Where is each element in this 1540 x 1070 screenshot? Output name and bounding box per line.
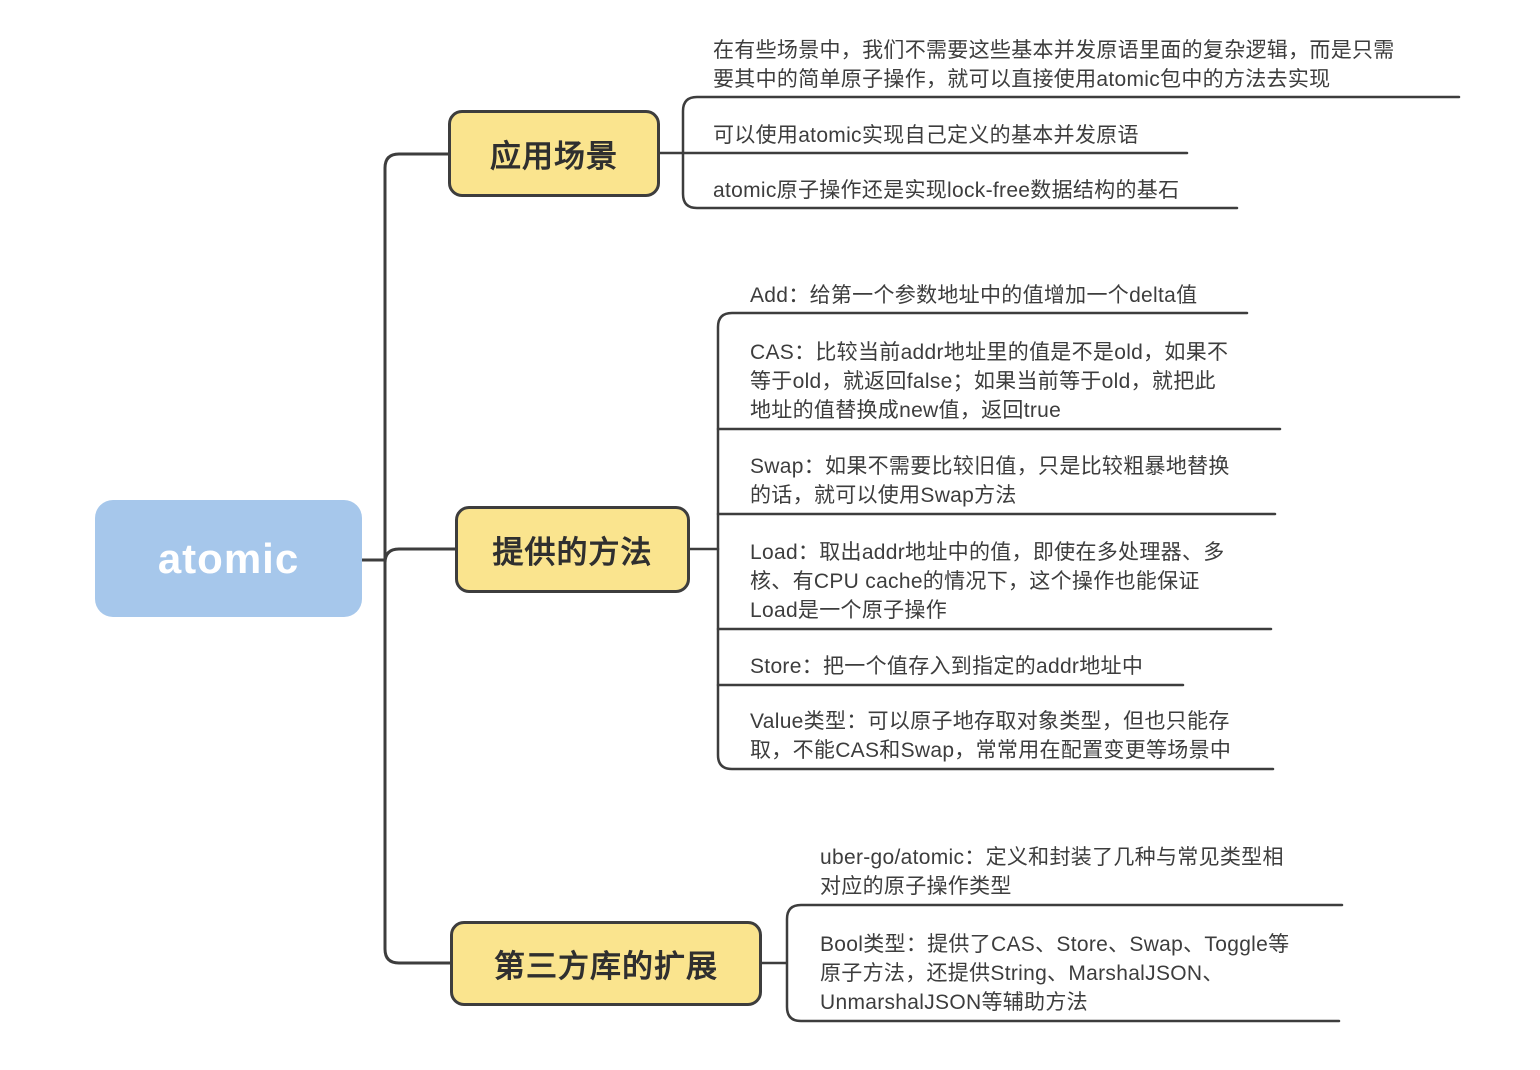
leaf-bool-type[interactable]: Bool类型：提供了CAS、Store、Swap、Toggle等 原子方法，还提…	[820, 933, 1290, 1014]
leaf-value-type[interactable]: Value类型：可以原子地存取对象类型，但也只能存 取，不能CAS和Swap，常…	[750, 710, 1232, 762]
branch-third-party-extensions[interactable]: 第三方库的扩展	[450, 921, 762, 1006]
leaf-uber-go-atomic[interactable]: uber-go/atomic：定义和封装了几种与常见类型相 对应的原子操作类型	[820, 846, 1284, 898]
leaf-add[interactable]: Add：给第一个参数地址中的值增加一个delta值	[750, 284, 1198, 307]
root-node-atomic[interactable]: atomic	[95, 500, 362, 617]
leaf-custom-primitives[interactable]: 可以使用atomic实现自己定义的基本并发原语	[713, 124, 1139, 147]
leaf-load[interactable]: Load：取出addr地址中的值，即使在多处理器、多 核、有CPU cache的…	[750, 541, 1225, 622]
branch-provided-methods[interactable]: 提供的方法	[455, 506, 690, 593]
leaf-cas[interactable]: CAS：比较当前addr地址里的值是不是old，如果不 等于old，就返回fal…	[750, 341, 1229, 422]
leaf-store[interactable]: Store：把一个值存入到指定的addr地址中	[750, 655, 1144, 678]
connector-branch2-bracket	[716, 311, 1275, 771]
connector-trunk	[360, 152, 457, 965]
connector-branch3-bracket	[760, 903, 1344, 1023]
leaf-simple-atomic-ops[interactable]: 在有些场景中，我们不需要这些基本并发原语里面的复杂逻辑，而是只需 要其中的简单原…	[713, 39, 1395, 91]
branch-usage-scenarios[interactable]: 应用场景	[448, 110, 660, 197]
leaf-swap[interactable]: Swap：如果不需要比较旧值，只是比较粗暴地替换 的话，就可以使用Swap方法	[750, 455, 1230, 507]
connector-branch2-underlines	[688, 427, 1282, 687]
leaf-lock-free-foundation[interactable]: atomic原子操作还是实现lock-free数据结构的基石	[713, 179, 1180, 202]
